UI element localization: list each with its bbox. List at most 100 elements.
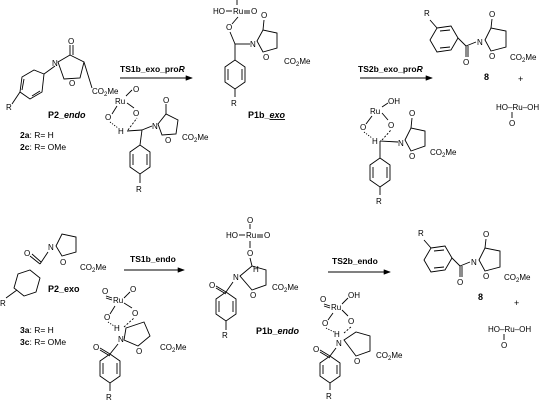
ring-n: N xyxy=(52,59,58,68)
ts2b-exo-label: TS2b_exo_proR xyxy=(358,64,424,74)
ts1b-exo-label: TS1b_exo_proR xyxy=(120,64,186,74)
p2-exo-structure: N O CO2Me O R xyxy=(0,233,107,308)
p1e-r: R xyxy=(222,331,228,340)
p2-exo-label: P2_exo xyxy=(48,284,80,294)
plus-top: + xyxy=(518,74,523,84)
ts3-o-top: O xyxy=(102,287,108,296)
p1-co: O xyxy=(261,11,267,20)
p1e-n: N xyxy=(233,273,239,282)
p1-ru: Ru xyxy=(233,7,243,16)
p1-r: R xyxy=(231,99,237,108)
ts2-o-left: O xyxy=(360,123,366,132)
ts2b-endo-structure: O Ru OH O O H N O CO2Me O R xyxy=(313,291,403,401)
ru-oxo-top: O xyxy=(509,119,515,128)
p1e-ho: HO xyxy=(226,231,238,240)
ts4-h: H xyxy=(334,330,340,339)
p1e-ru: Ru xyxy=(246,231,256,240)
ts2-oh: OH xyxy=(388,97,400,106)
substituent-3a: 3a: R= H xyxy=(20,325,54,335)
p8b-r: R xyxy=(418,229,424,238)
p2-endo-label: P2_endo xyxy=(48,110,86,120)
ts2-h: H xyxy=(372,137,378,146)
ts-o-left: O xyxy=(105,113,111,122)
ts3-o-up: O xyxy=(130,285,136,294)
p1b-exo-structure: HO Ru O O N O O CO2Me R xyxy=(213,0,311,108)
ts-o-top: O xyxy=(133,85,139,94)
ts4-oh: OH xyxy=(348,291,360,300)
p2exo-ring-o: O xyxy=(60,258,66,267)
substituent-2c: 2c: R= OMe xyxy=(20,142,66,152)
p1b-exo-label: P1b_exo xyxy=(248,110,286,120)
ts2-co: O xyxy=(409,109,415,118)
ts4-ru: Ru xyxy=(331,303,341,312)
p2exo-co: O xyxy=(24,249,30,258)
ts4-o-top: O xyxy=(320,295,326,304)
ts2-ester: CO2Me xyxy=(430,148,457,159)
ts-ester: CO2Me xyxy=(182,133,209,144)
p8-co2: O xyxy=(489,10,495,19)
ts2b-endo-label: TS2b_endo xyxy=(332,256,378,266)
p2-endo-structure: O N O CO2Me R xyxy=(6,37,119,112)
ts4-ring-o: O xyxy=(354,357,360,366)
ts4-n: N xyxy=(336,339,342,348)
ts2b-exo-structure: Ru OH O O H N O O CO2Me R xyxy=(360,97,457,206)
p1b-endo-label: P1b_endo xyxy=(256,326,300,336)
p8b-n: N xyxy=(471,258,477,267)
ts2-r: R xyxy=(376,197,382,206)
product-8-top-label: 8 xyxy=(484,72,489,82)
ts-co: O xyxy=(163,96,169,105)
ts2-n: N xyxy=(398,139,404,148)
ts-ru: Ru xyxy=(115,97,125,106)
ts1b-exo-structure: Ru O O O H N O O CO2Me R xyxy=(105,85,209,194)
p1-ester: CO2Me xyxy=(284,57,311,68)
ts-h: H xyxy=(118,127,124,136)
p8b-ring-o: O xyxy=(483,272,489,281)
p1-ho: HO xyxy=(213,7,225,16)
ts1b-endo-label: TS1b_endo xyxy=(130,254,176,264)
p2exo-r: R xyxy=(0,299,6,308)
p1-o-eq: O xyxy=(251,7,257,16)
substituent-2a: 2a: R= H xyxy=(20,130,54,140)
ts-ring-o: O xyxy=(165,136,171,145)
p8-ring-o: O xyxy=(489,52,495,61)
ru-oxo-bottom: O xyxy=(501,341,507,350)
product-8-bottom-label: 8 xyxy=(478,292,483,302)
p1e-o-up: O xyxy=(247,216,253,225)
ts2-ru: Ru xyxy=(370,107,380,116)
ts3-n: N xyxy=(118,335,124,344)
p1e-co: O xyxy=(209,281,215,290)
p8b-co1: O xyxy=(457,278,463,287)
p1-n: N xyxy=(250,40,256,49)
ts4-o-left: O xyxy=(322,319,328,328)
ts4-r: R xyxy=(326,392,332,401)
product-8-bottom-structure: R O N O O CO2Me xyxy=(418,229,531,287)
p8b-co2: O xyxy=(483,230,489,239)
carbonyl-o: O xyxy=(68,37,74,46)
ts3-o-left: O xyxy=(104,313,110,322)
substituent-3c: 3c: R= OMe xyxy=(20,337,66,347)
ring-o: O xyxy=(69,79,75,88)
ts3-ru: Ru xyxy=(113,296,123,305)
ru-hydroxide-bottom: HO–Ru–OH xyxy=(488,325,531,334)
p1e-ester: CO2Me xyxy=(272,283,299,294)
ts-r: R xyxy=(136,185,142,194)
p1e-ring-o: O xyxy=(250,291,256,300)
ts2-ring-o: O xyxy=(409,152,415,161)
ts-n: N xyxy=(152,122,158,131)
product-8-top-structure: R O N O O CO2Me xyxy=(424,9,537,67)
p1e-o-eq: O xyxy=(264,231,270,240)
ts4-ester: CO2Me xyxy=(376,351,403,362)
ester-group: CO2Me xyxy=(92,87,119,98)
ts4-co: O xyxy=(313,345,319,354)
ts4-o-right: O xyxy=(348,317,354,326)
ts1b-endo-structure: O Ru O O O H N O CO2Me O R xyxy=(93,285,187,402)
ts2-o-right: O xyxy=(388,121,394,130)
p8-r: R xyxy=(424,9,430,18)
ts3-ring-o: O xyxy=(136,347,142,356)
ts3-h: H xyxy=(114,324,120,333)
ru-hydroxide-top: HO–Ru–OH xyxy=(496,103,539,112)
ts3-ester: CO2Me xyxy=(160,343,187,354)
p1e-o-bridge: O xyxy=(247,249,253,258)
p8-n: N xyxy=(477,38,483,47)
